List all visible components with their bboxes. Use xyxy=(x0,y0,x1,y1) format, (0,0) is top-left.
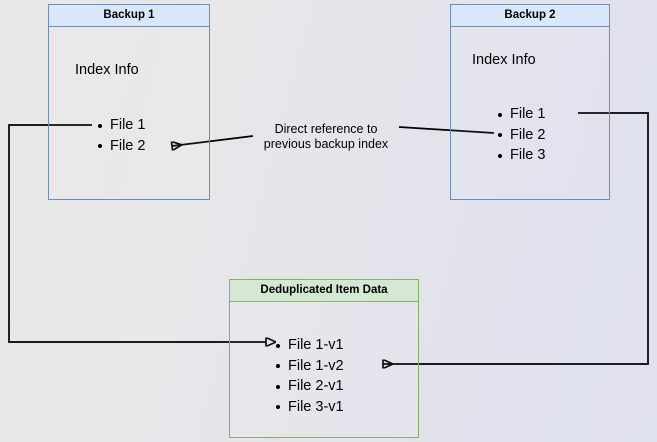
list-item: File 1-v2 xyxy=(275,356,344,377)
backup1-index-info-label: Index Info xyxy=(75,62,139,78)
backup2-box xyxy=(450,4,610,200)
list-item: File 1-v1 xyxy=(275,335,344,356)
list-item: File 1 xyxy=(497,104,545,125)
backup2-index-info-label: Index Info xyxy=(472,52,536,68)
list-item: File 3 xyxy=(497,145,545,166)
list-item: File 3-v1 xyxy=(275,397,344,418)
list-item: File 2 xyxy=(497,125,545,146)
backup2-header-label: Backup 2 xyxy=(504,8,556,21)
list-item: File 1 xyxy=(97,115,145,136)
backup1-header: Backup 1 xyxy=(48,4,210,27)
backup1-header-label: Backup 1 xyxy=(103,8,155,21)
edge-label-direct-reference: Direct reference to previous backup inde… xyxy=(252,122,400,152)
dedup-header-label: Deduplicated Item Data xyxy=(260,283,388,296)
dedup-file-list: File 1-v1 File 1-v2 File 2-v1 File 3-v1 xyxy=(275,335,344,417)
edge-label-line-1: Direct reference to xyxy=(274,122,378,136)
dedup-box xyxy=(229,279,419,438)
list-item: File 2 xyxy=(97,136,145,157)
list-item: File 2-v1 xyxy=(275,376,344,397)
backup2-header: Backup 2 xyxy=(450,4,610,27)
backup2-file-list: File 1 File 2 File 3 xyxy=(497,104,545,166)
backup1-file-list: File 1 File 2 xyxy=(97,115,145,156)
dedup-header: Deduplicated Item Data xyxy=(229,279,419,302)
backup1-box xyxy=(48,4,210,200)
edge-label-line-2: previous backup index xyxy=(263,137,389,151)
